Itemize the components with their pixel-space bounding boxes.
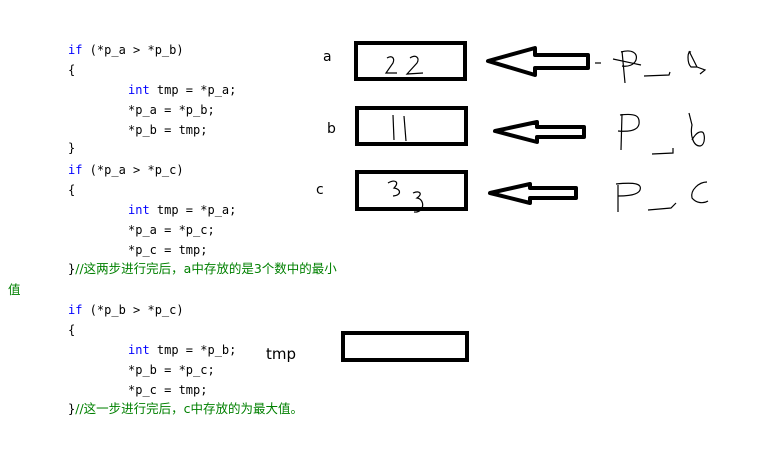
keyword-int: int <box>128 343 150 357</box>
assign-line: *p_b = *p_c; <box>128 363 215 377</box>
handwritten-value-33 <box>387 180 424 213</box>
tmp-declaration-2: int tmp = *p_a; <box>128 202 236 218</box>
comment: //这两步进行完后，a中存放的是3个数中的最小 <box>75 261 337 276</box>
keyword-int: int <box>128 203 150 217</box>
if-statement-1: if (*p_a > *p_b) <box>68 42 184 58</box>
declaration-text: tmp = *p_b; <box>149 343 237 357</box>
if-statement-2: if (*p_a > *p_c) <box>68 162 184 178</box>
comment: //这一步进行完后，c中存放的为最大值。 <box>75 401 304 416</box>
handwritten-value-22 <box>384 55 424 75</box>
condition: (*p_a > *p_c) <box>82 163 184 177</box>
if-statement-3: if (*p_b > *p_c) <box>68 302 184 318</box>
keyword-if: if <box>68 163 83 177</box>
close-brace: } <box>68 262 76 276</box>
declaration-text: tmp = *p_a; <box>149 83 237 97</box>
assign-line: *p_a = *p_c; <box>128 223 215 237</box>
memory-box-c <box>355 170 468 211</box>
handwritten-pointer-p_a <box>595 50 707 84</box>
assign-line: *p_c = tmp; <box>128 243 208 257</box>
memory-box-b <box>355 106 468 146</box>
close-brace: } <box>68 141 76 155</box>
condition: (*p_b > *p_c) <box>82 303 184 317</box>
variable-label-a: a <box>323 49 332 65</box>
declaration-text: tmp = *p_a; <box>149 203 237 217</box>
handwritten-pointer-p_b <box>617 112 705 155</box>
arrow-left-icon <box>488 182 578 205</box>
comment-wrap: 值 <box>8 282 21 297</box>
open-brace: { <box>68 183 76 197</box>
variable-label-tmp: tmp <box>266 345 297 363</box>
open-brace: { <box>68 63 76 77</box>
keyword-if: if <box>68 303 83 317</box>
assign-line: *p_a = *p_b; <box>128 103 215 117</box>
memory-box-tmp <box>341 331 469 362</box>
close-brace-with-comment: }//这两步进行完后，a中存放的是3个数中的最小 <box>68 261 337 277</box>
variable-label-b: b <box>327 121 336 137</box>
assign-line: *p_c = tmp; <box>128 383 208 397</box>
arrow-left-icon <box>493 120 586 144</box>
open-brace: { <box>68 323 76 337</box>
handwritten-value-11 <box>392 114 407 142</box>
tmp-declaration-3: int tmp = *p_b; <box>128 342 236 358</box>
handwritten-pointer-p_c <box>615 181 709 212</box>
assign-line: *p_b = tmp; <box>128 123 208 137</box>
close-brace: } <box>68 402 76 416</box>
keyword-if: if <box>68 43 83 57</box>
tmp-declaration-1: int tmp = *p_a; <box>128 82 236 98</box>
close-brace-with-comment: }//这一步进行完后，c中存放的为最大值。 <box>68 401 303 417</box>
keyword-int: int <box>128 83 150 97</box>
condition: (*p_a > *p_b) <box>82 43 184 57</box>
variable-label-c: c <box>316 182 324 198</box>
arrow-left-icon <box>486 46 590 77</box>
